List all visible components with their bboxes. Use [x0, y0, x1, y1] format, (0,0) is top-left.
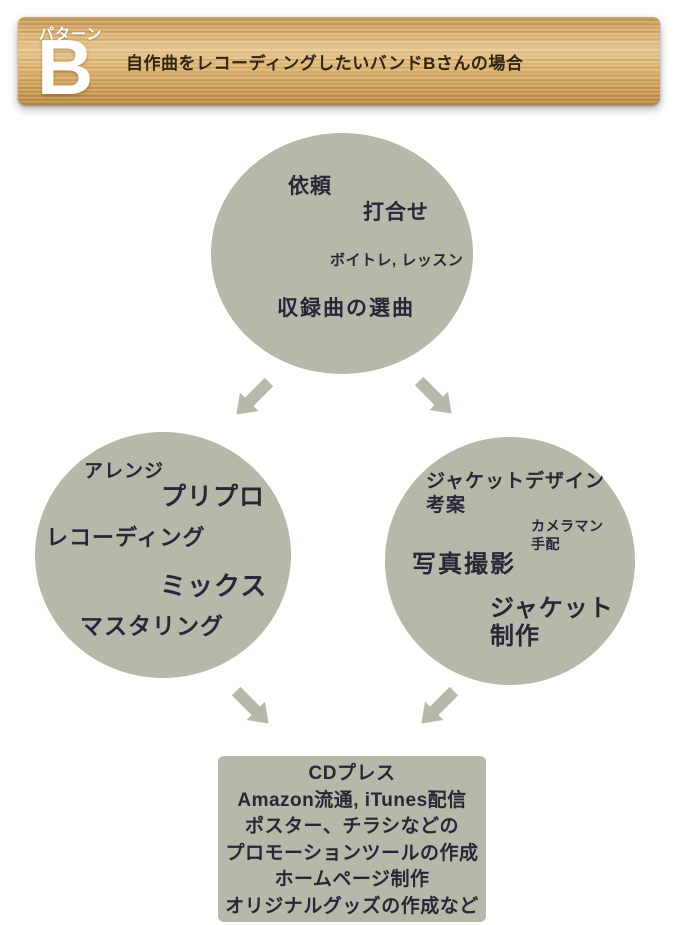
step1-circle: 依頼 打合せ ボイトレ, レッスン 収録曲の選曲: [211, 133, 473, 374]
pattern-banner: パターン B 自作曲をレコーディングしたいバンドBさんの場合: [18, 17, 660, 111]
step3-line-goods: オリジナルグッズの作成など: [225, 895, 479, 917]
step2-item-jacket-design: ジャケットデザイン 考案: [426, 471, 606, 516]
step2-jacket-circle: ジャケットデザイン 考案 カメラマン 手配 写真撮影 ジャケット 制作: [385, 437, 635, 685]
step1-item-meeting: 打合せ: [363, 201, 429, 224]
banner-title: 自作曲をレコーディングしたいバンドBさんの場合: [126, 54, 524, 73]
step2-item-arrange: アレンジ: [84, 461, 165, 482]
pattern-label: パターン: [39, 26, 103, 43]
step2-item-mastering: マスタリング: [80, 613, 224, 639]
step2-item-cameraman: カメラマン 手配: [531, 518, 604, 553]
step3-line-promotion-tools: プロモーションツールの作成: [225, 842, 479, 864]
arrow-down-right-icon: [409, 371, 463, 425]
step3-line-distribution: Amazon流通, iTunes配信: [237, 789, 467, 811]
step2-item-recording: レコーディング: [46, 525, 206, 550]
step2-item-jacket-production: ジャケット 制作: [490, 595, 614, 650]
arrow-down-right-icon: [226, 681, 280, 735]
step2-recording-circle: アレンジ プリプロ レコーディング ミックス マスタリング: [35, 432, 291, 678]
step3-line-poster-flyer: ポスター、チラシなどの: [245, 816, 459, 837]
step1-item-song-selection: 収録曲の選曲: [277, 297, 415, 320]
step3-line-cd-press: CDプレス: [308, 763, 396, 784]
step1-item-request: 依頼: [288, 175, 332, 198]
step1-item-voice-training: ボイトレ, レッスン: [330, 252, 464, 269]
arrow-down-left-icon: [410, 681, 464, 735]
step3-line-homepage: ホームページ制作: [274, 869, 430, 890]
arrow-down-left-icon: [225, 372, 279, 426]
step2-item-mix: ミックス: [160, 571, 268, 601]
step3-release-box: CDプレス Amazon流通, iTunes配信 ポスター、チラシなどの プロモ…: [218, 756, 486, 922]
step2-item-photo-shoot: 写真撮影: [412, 551, 516, 578]
pattern-letter: B: [37, 23, 94, 111]
step2-item-preproduction: プリプロ: [161, 483, 266, 511]
